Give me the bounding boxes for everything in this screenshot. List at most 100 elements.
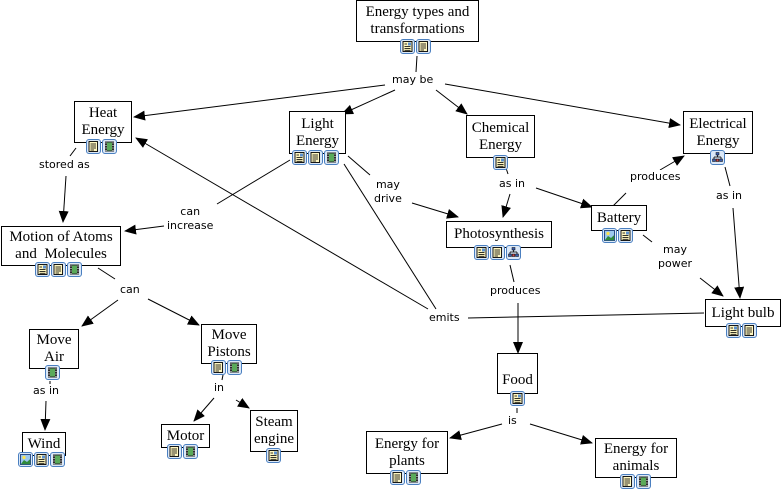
concept-energy-for-plants[interactable]: Energy for plants <box>366 431 448 474</box>
video-resource-icon[interactable] <box>102 139 117 154</box>
link-can-increase[interactable]: can increase <box>165 205 216 233</box>
edge-arrow <box>501 193 511 218</box>
resource-icons <box>620 474 651 490</box>
text-resource-icon[interactable] <box>416 39 431 54</box>
concept-map-resource-icon[interactable] <box>506 245 521 260</box>
concept-light-energy[interactable]: Light Energy <box>289 111 346 154</box>
text-image-resource-icon[interactable] <box>292 150 307 165</box>
video-resource-icon[interactable] <box>324 150 339 165</box>
text-image-resource-icon[interactable] <box>34 452 49 467</box>
edge-arrow <box>435 89 468 115</box>
link-as-in-air[interactable]: as in <box>31 384 61 398</box>
resource-icons <box>400 39 431 55</box>
link-can[interactable]: can <box>118 283 142 297</box>
video-resource-icon[interactable] <box>45 365 60 380</box>
concept-move-air[interactable]: Move Air <box>29 329 79 369</box>
link-in[interactable]: in <box>212 381 227 395</box>
edge-arrow <box>193 397 215 422</box>
concept-label: Wind <box>27 435 61 452</box>
edge-arrow <box>444 83 681 129</box>
link-stored-as[interactable]: stored as <box>37 158 92 172</box>
link-produces-photosynthesis[interactable]: produces <box>488 284 543 298</box>
video-resource-icon[interactable] <box>227 360 242 375</box>
text-image-resource-icon[interactable] <box>35 262 50 277</box>
image-resource-icon[interactable] <box>18 452 33 467</box>
resource-icons <box>474 245 521 261</box>
video-resource-icon[interactable] <box>406 470 421 485</box>
link-may-drive[interactable]: may drive <box>372 178 404 206</box>
concept-battery[interactable]: Battery <box>591 205 647 231</box>
edge-line <box>69 147 77 157</box>
edge-arrow <box>135 137 429 310</box>
text-image-resource-icon[interactable] <box>510 391 525 406</box>
video-resource-icon[interactable] <box>67 262 82 277</box>
resource-icons <box>710 150 725 166</box>
text-resource-icon[interactable] <box>86 139 101 154</box>
link-produces-battery[interactable]: produces <box>628 170 683 184</box>
video-resource-icon[interactable] <box>636 474 651 489</box>
text-image-resource-icon[interactable] <box>493 155 508 170</box>
text-resource-icon[interactable] <box>211 360 226 375</box>
concept-move-pistons[interactable]: Move Pistons <box>201 324 257 364</box>
edge-line <box>724 166 731 187</box>
concept-steam-engine[interactable]: Steam engine <box>250 410 298 452</box>
concept-label: Motor <box>166 427 205 444</box>
edge-line <box>221 374 224 381</box>
text-resource-icon[interactable] <box>390 470 405 485</box>
link-may-power[interactable]: may power <box>656 243 694 271</box>
text-resource-icon[interactable] <box>51 262 66 277</box>
edge-arrow <box>147 298 200 326</box>
concept-label: Motion of Atoms and Molecules <box>9 229 113 262</box>
resource-icons <box>292 150 339 166</box>
text-resource-icon[interactable] <box>620 474 635 489</box>
edge-line <box>97 267 116 280</box>
concept-heat-energy[interactable]: Heat Energy <box>74 101 132 143</box>
concept-label: Photosynthesis <box>453 226 544 242</box>
edge-arrow <box>659 155 685 171</box>
text-image-resource-icon[interactable] <box>266 448 281 463</box>
resource-icons <box>390 470 421 486</box>
edge-arrow <box>449 423 503 440</box>
link-is[interactable]: is <box>506 414 519 428</box>
edge-arrow <box>40 400 51 431</box>
text-resource-icon[interactable] <box>167 444 182 459</box>
link-as-in-chemical[interactable]: as in <box>497 177 527 191</box>
text-image-resource-icon[interactable] <box>474 245 489 260</box>
resource-icons <box>18 452 65 468</box>
text-resource-icon[interactable] <box>742 323 757 338</box>
link-as-in-electrical[interactable]: as in <box>714 189 744 203</box>
edge-arrow <box>341 89 396 115</box>
edge-arrow <box>411 202 459 219</box>
resource-icons <box>266 448 281 464</box>
link-emits[interactable]: emits <box>427 311 462 325</box>
edge-arrow <box>133 84 386 121</box>
text-image-resource-icon[interactable] <box>400 39 415 54</box>
concept-photosynthesis[interactable]: Photosynthesis <box>446 221 552 248</box>
text-resource-icon[interactable] <box>490 245 505 260</box>
text-image-resource-icon[interactable] <box>726 323 741 338</box>
edge-arrow <box>732 207 745 299</box>
concept-label: Electrical Energy <box>689 115 747 149</box>
image-resource-icon[interactable] <box>602 228 617 243</box>
text-resource-icon[interactable] <box>308 150 323 165</box>
edge-line <box>415 55 418 73</box>
concept-energy-types[interactable]: Energy types and transformations <box>356 0 479 42</box>
text-image-resource-icon[interactable] <box>618 228 633 243</box>
edge-arrow <box>81 299 119 327</box>
concept-light-bulb[interactable]: Light bulb <box>705 299 781 327</box>
link-may-be[interactable]: may be <box>390 73 436 87</box>
concept-map-resource-icon[interactable] <box>710 150 725 165</box>
concept-energy-for-animals[interactable]: Energy for animals <box>595 438 677 478</box>
concept-electrical-energy[interactable]: Electrical Energy <box>683 111 753 154</box>
concept-chemical-energy[interactable]: Chemical Energy <box>466 115 535 158</box>
video-resource-icon[interactable] <box>183 444 198 459</box>
concept-label: Energy types and transformations <box>365 4 470 37</box>
concept-motion-atoms[interactable]: Motion of Atoms and Molecules <box>1 226 121 266</box>
concept-food[interactable]: Food <box>497 353 538 394</box>
video-resource-icon[interactable] <box>50 452 65 467</box>
edge-line <box>612 192 627 207</box>
concept-label: Light Energy <box>295 115 340 149</box>
resource-icons <box>510 391 525 407</box>
